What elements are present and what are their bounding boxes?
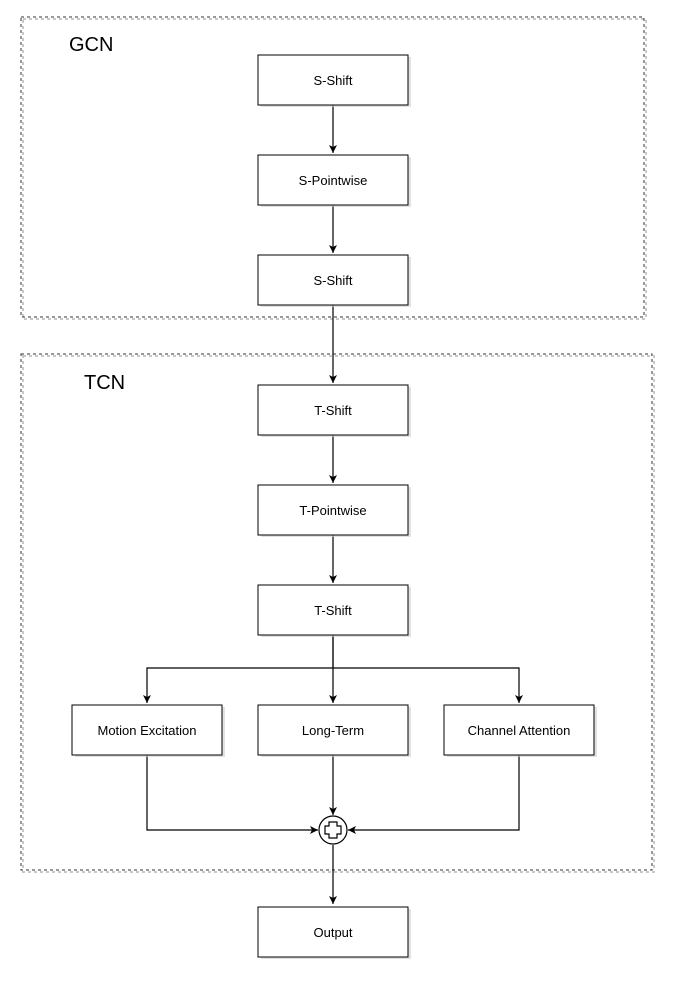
node-label: T-Pointwise (299, 503, 366, 518)
node-t-shift-2: T-Shift (257, 584, 411, 637)
tcn-label: TCN (84, 372, 125, 394)
node-motion-excitation: Motion Excitation (71, 704, 225, 757)
node-label: T-Shift (314, 603, 352, 618)
node-t-shift-1: T-Shift (257, 384, 411, 437)
edge-motion-sum (146, 755, 318, 834)
node-label: T-Shift (314, 403, 352, 418)
node-channel-attention: Channel Attention (443, 704, 597, 757)
edge-tshift2-channel (333, 667, 523, 703)
node-label: S-Shift (313, 273, 352, 288)
tcn-frame (20, 353, 653, 871)
node-output: Output (257, 906, 411, 959)
node-label: Output (313, 925, 352, 940)
node-long-term: Long-Term (257, 704, 411, 757)
gcn-label: GCN (69, 34, 113, 56)
node-label: Long-Term (302, 723, 364, 738)
node-label: Channel Attention (468, 723, 571, 738)
edge-channel-sum (348, 755, 520, 834)
node-label: S-Shift (313, 73, 352, 88)
tcn-group: TCN (20, 353, 655, 873)
node-label: Motion Excitation (98, 723, 197, 738)
plus-circle-icon (318, 815, 348, 845)
gcn-group: GCN (20, 16, 647, 320)
edge-tshift2-motion (143, 635, 334, 703)
node-s-shift-1: S-Shift (257, 54, 411, 107)
node-label: S-Pointwise (299, 173, 368, 188)
edges (143, 105, 523, 904)
node-t-pointwise: T-Pointwise (257, 484, 411, 537)
node-s-shift-2: S-Shift (257, 254, 411, 307)
node-s-pointwise: S-Pointwise (257, 154, 411, 207)
